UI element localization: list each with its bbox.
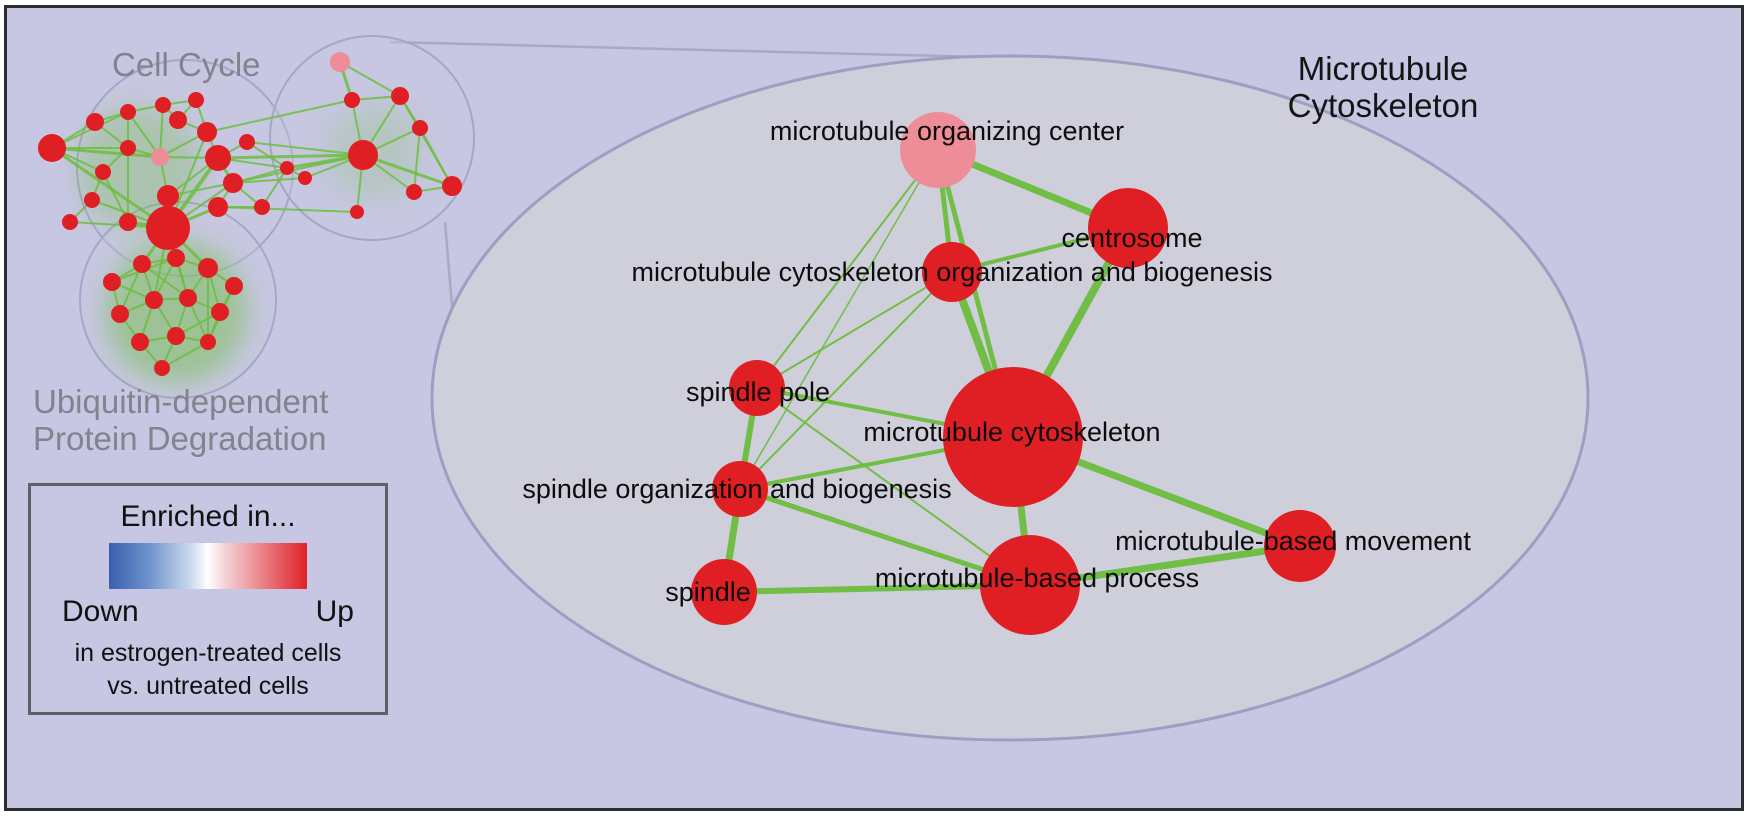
mini-edge [339,61,401,97]
zoom-edge-mt_org-spindle_pole [756,271,953,389]
mini-node [198,258,218,278]
mini-node [330,52,350,72]
mini-edge [102,171,129,223]
zoom-edge-mt_org-spindle_org [739,271,953,490]
mini-node [350,205,364,219]
mini-node [298,171,312,185]
mini-node [103,273,121,291]
zoom-edge-moc-spindle_org [739,149,939,490]
lens-line [389,40,1021,60]
mini-node [442,176,462,196]
zoom-node-spindle_pole [729,360,785,416]
zoom-node-mt_org [922,242,982,302]
mini-edge [232,177,306,184]
legend-gradient-bar [109,543,307,589]
figure-canvas: microtubule organizing center centrosome m… [4,5,1744,811]
mini-edge [217,153,364,160]
zoom-node-mt_cyto [943,367,1083,507]
mini-node [280,161,294,175]
mini-node [167,327,185,345]
mini-node [225,277,243,295]
mini-node [348,140,378,170]
mini-node [154,360,170,376]
zoom-edge-spindle_org-mt_process [739,486,1031,588]
zoom-node-label-spindle_org: spindle organization and biogenesis [522,474,951,504]
mini-node [84,192,100,208]
mini-node [131,333,149,351]
legend-caption: in estrogen-treated cells vs. untreated … [75,637,342,702]
mini-node [157,185,179,207]
mini-node [119,213,137,231]
mini-edge [362,153,453,188]
mini-node [38,134,66,162]
zoom-node-label-spindle: spindle [665,577,751,607]
mini-edge [246,141,364,156]
mini-node [254,199,270,215]
mini-node [133,255,151,273]
mini-node [120,140,136,156]
mini-node [146,206,190,250]
legend-down-label: Down [62,595,139,628]
zoom-node-label-moc: microtubule organizing center [770,116,1124,146]
mini-node [223,173,243,193]
zoom-edge-spindle-mt_process [723,582,1031,595]
zoom-node-label-centrosome: centrosome [1061,223,1202,253]
legend-up-label: Up [315,595,354,628]
mini-node [239,134,255,150]
zoom-node-moc [900,112,976,188]
mini-node [86,113,104,131]
mini-node [169,111,187,129]
mini-node [344,92,360,108]
zoom-node-label-mt_cyto: microtubule cytoskeleton [863,417,1160,447]
legend-caption-line1: in estrogen-treated cells [74,639,342,667]
mini-node [205,145,231,171]
mini-node [412,120,428,136]
mini-edge [161,341,209,369]
mini-edge [127,111,161,158]
mini-edge [167,182,234,197]
mini-edge [206,99,353,133]
mini-node [155,97,171,113]
zoom-node-mt_process [980,535,1080,635]
legend-title: Enriched in... [120,500,296,533]
mini-node [200,334,216,350]
zoom-node-spindle [691,559,757,625]
zoom-node-label-mt_org: microtubule cytoskeleton organization an… [632,257,1273,287]
legend-caption-line2: vs. untreated cells [107,671,309,700]
mini-node [211,303,229,321]
mini-edge [51,111,129,149]
mini-edge [399,95,453,187]
mini-node [167,249,185,267]
zoom-node-label-spindle_pole: spindle pole [686,377,830,407]
mini-node [62,214,78,230]
mini-node [406,184,422,200]
zoom-edge-spindle_pole-mt_process [756,387,1031,586]
zoom-node-label-mt_movement: microtubule-based movement [1115,526,1471,556]
mini-node [391,87,409,105]
legend-updown-row: Down Up [62,595,354,629]
mini-node [95,164,111,180]
mini-node [120,104,136,120]
mini-edge [119,263,143,315]
mini-edge [413,127,421,193]
zoom-node-centrosome [1088,188,1168,268]
zoom-node-mt_movement [1264,510,1336,582]
network-svg: microtubule organizing center centrosome m… [38,35,1590,742]
mini-node [145,291,163,309]
legend-box: Enriched in... Down Up in estrogen-treat… [28,483,388,715]
zoom-node-label-mt_process: microtubule-based process [875,563,1199,593]
zoom-node-spindle_org [712,461,768,517]
zoom-edge-moc-spindle_pole [756,149,939,389]
mini-edge [217,206,358,213]
mini-node [188,92,204,108]
mini-edge [51,146,161,159]
mini-node [208,197,228,217]
mini-node [179,289,197,307]
mini-node [151,148,169,166]
mini-node [111,305,129,323]
mini-node [197,122,217,142]
